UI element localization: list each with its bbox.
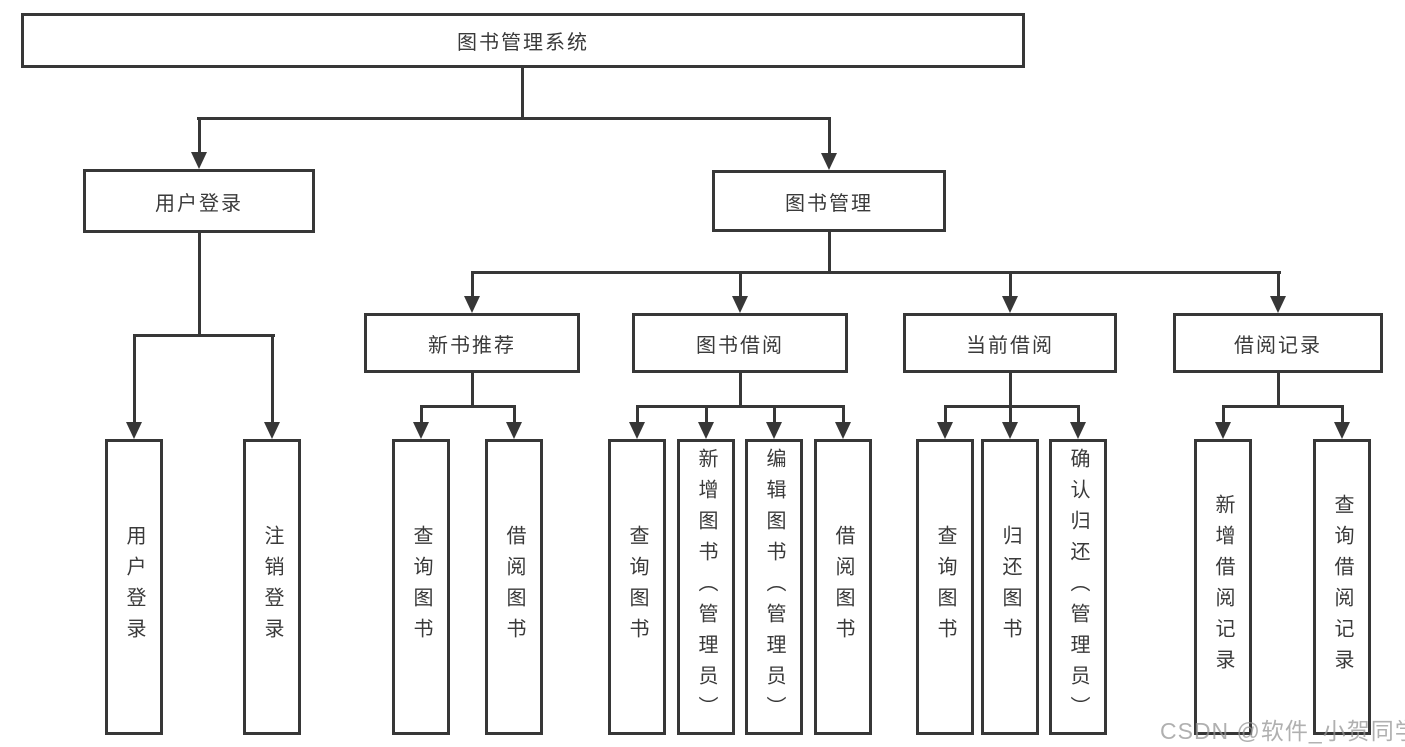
connector-level2-bar	[197, 117, 831, 120]
connector-drop	[773, 405, 776, 422]
node-borrow-records: 借阅记录	[1173, 313, 1383, 373]
connector-bar	[1222, 405, 1344, 408]
connector-book-mgmt-stem	[828, 232, 831, 272]
connector-user-login-drop	[198, 117, 201, 152]
leaf-label: 查询图书	[626, 525, 648, 649]
leaf-query-books-1: 查询图书	[392, 439, 450, 735]
connector-drop	[705, 405, 708, 422]
node-book-management: 图书管理	[712, 170, 946, 232]
leaf-label: 确认归还（管理员）	[1067, 447, 1089, 727]
connector-user-login-bar	[133, 334, 275, 337]
connector-drop	[636, 405, 639, 422]
arrow-down-icon	[835, 422, 851, 439]
leaf-user-login: 用户登录	[105, 439, 163, 735]
connector-stem	[1009, 373, 1012, 406]
connector-drop	[1341, 405, 1344, 422]
arrow-down-icon	[766, 422, 782, 439]
node-user-login-branch: 用户登录	[83, 169, 315, 233]
leaf-query-books-2: 查询图书	[608, 439, 666, 735]
connector-drop	[1277, 271, 1280, 296]
connector-level3-bar	[471, 271, 1281, 274]
connector-book-mgmt-drop	[828, 117, 831, 153]
leaf-add-book-admin: 新增图书（管理员）	[677, 439, 735, 735]
leaf-label: 查询借阅记录	[1331, 494, 1353, 680]
arrow-down-icon	[732, 296, 748, 313]
arrow-down-icon	[464, 296, 480, 313]
connector-drop	[842, 405, 845, 422]
node-root: 图书管理系统	[21, 13, 1025, 68]
arrow-down-icon	[1002, 296, 1018, 313]
node-label: 借阅记录	[1234, 334, 1322, 357]
leaf-borrow-books-2: 借阅图书	[814, 439, 872, 735]
leaf-logout: 注销登录	[243, 439, 301, 735]
arrow-down-icon	[1002, 422, 1018, 439]
arrow-down-icon	[413, 422, 429, 439]
node-current-borrowing: 当前借阅	[903, 313, 1117, 373]
node-label: 图书借阅	[696, 334, 784, 357]
leaf-query-borrow-record: 查询借阅记录	[1313, 439, 1371, 735]
leaf-label: 借阅图书	[503, 525, 525, 649]
connector-drop	[513, 405, 516, 422]
connector-drop	[420, 405, 423, 422]
node-book-borrowing: 图书借阅	[632, 313, 848, 373]
node-root-label: 图书管理系统	[457, 32, 589, 54]
leaf-label: 用户登录	[123, 525, 145, 649]
connector-bar	[420, 405, 516, 408]
connector-drop	[1009, 271, 1012, 296]
leaf-label: 新增借阅记录	[1212, 494, 1234, 680]
csdn-watermark: CSDN @软件_小贺同学	[1160, 718, 1405, 744]
arrow-down-icon	[1334, 422, 1350, 439]
connector-bar	[636, 405, 845, 408]
leaf-return-books: 归还图书	[981, 439, 1039, 735]
arrow-down-icon	[191, 152, 207, 169]
node-label: 图书管理	[785, 192, 873, 215]
connector-drop	[271, 334, 274, 422]
connector-stem	[739, 373, 742, 406]
node-label: 新书推荐	[428, 334, 516, 357]
leaf-label: 借阅图书	[832, 525, 854, 649]
leaf-edit-book-admin: 编辑图书（管理员）	[745, 439, 803, 735]
connector-drop	[1222, 405, 1225, 422]
node-new-book-recommend: 新书推荐	[364, 313, 580, 373]
leaf-label: 编辑图书（管理员）	[763, 447, 785, 727]
leaf-confirm-return-admin: 确认归还（管理员）	[1049, 439, 1107, 735]
leaf-label: 注销登录	[261, 525, 283, 649]
leaf-label: 查询图书	[410, 525, 432, 649]
leaf-label: 新增图书（管理员）	[695, 447, 717, 727]
connector-stem	[471, 373, 474, 406]
connector-drop	[133, 334, 136, 422]
leaf-borrow-books-1: 借阅图书	[485, 439, 543, 735]
connector-user-login-stem	[198, 233, 201, 335]
leaf-add-borrow-record: 新增借阅记录	[1194, 439, 1252, 735]
connector-stem	[1277, 373, 1280, 406]
arrow-down-icon	[1215, 422, 1231, 439]
connector-root-stem	[521, 68, 524, 120]
arrow-down-icon	[821, 153, 837, 170]
connector-drop	[1009, 405, 1012, 422]
arrow-down-icon	[1070, 422, 1086, 439]
node-label: 当前借阅	[966, 334, 1054, 357]
arrow-down-icon	[698, 422, 714, 439]
leaf-query-books-3: 查询图书	[916, 439, 974, 735]
connector-drop	[471, 271, 474, 296]
arrow-down-icon	[629, 422, 645, 439]
arrow-down-icon	[506, 422, 522, 439]
connector-drop	[944, 405, 947, 422]
node-label: 用户登录	[155, 192, 243, 215]
leaf-label: 归还图书	[999, 525, 1021, 649]
arrow-down-icon	[937, 422, 953, 439]
connector-drop	[739, 271, 742, 296]
arrow-down-icon	[126, 422, 142, 439]
leaf-label: 查询图书	[934, 525, 956, 649]
arrow-down-icon	[264, 422, 280, 439]
connector-bar	[944, 405, 1080, 408]
arrow-down-icon	[1270, 296, 1286, 313]
connector-drop	[1077, 405, 1080, 422]
